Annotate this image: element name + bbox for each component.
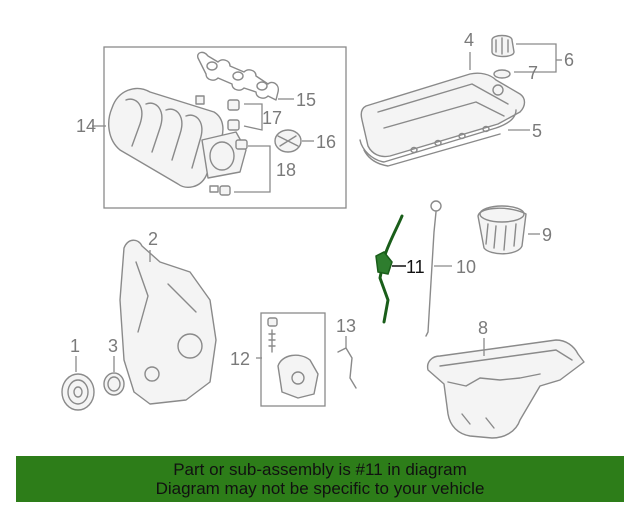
stud-drawing	[195, 95, 205, 105]
pulley-group: 1 3	[61, 336, 125, 411]
dipstick-group: 10	[425, 200, 476, 337]
dipstick-drawing	[425, 211, 437, 337]
callout-13: 13	[336, 316, 356, 336]
bushing-drawing-a	[227, 99, 240, 111]
intake-manifold-drawing	[108, 87, 247, 193]
bushing-drawing-b	[227, 119, 240, 131]
oil-filter-drawing	[477, 207, 527, 255]
callout-2: 2	[148, 229, 158, 249]
oil-pump-box	[260, 312, 326, 407]
oil-filter-group: 9	[477, 205, 552, 255]
callout-16: 16	[316, 132, 336, 152]
callout-8: 8	[478, 318, 488, 338]
callout-17: 17	[262, 108, 282, 128]
callout-11: 11	[406, 257, 425, 277]
dipstick-handle-drawing	[430, 200, 442, 212]
bracket-drawing	[337, 347, 357, 389]
callout-9: 9	[542, 225, 552, 245]
clip-drawing-a	[235, 139, 248, 150]
oil-pan-group: 8	[426, 318, 585, 439]
parts-diagram: 14 15 17 16 18 4 6 7 5 9	[61, 30, 585, 439]
info-banner: Part or sub-assembly is #11 in diagram D…	[16, 456, 624, 502]
bracket-group: 13	[336, 316, 357, 389]
banner-line-2: Diagram may not be specific to your vehi…	[155, 479, 485, 498]
callout-12: 12	[230, 349, 250, 369]
callout-10: 10	[456, 257, 476, 277]
intake-manifold-group: 14 15 17 16 18	[76, 46, 347, 209]
manifold-gasket-drawing	[196, 51, 280, 101]
banner-line-1: Part or sub-assembly is #11 in diagram	[173, 460, 467, 479]
valve-cover-group: 4 6 7 5	[359, 30, 574, 167]
callout-5: 5	[532, 121, 542, 141]
crank-pulley-drawing	[61, 373, 95, 411]
callout-3: 3	[108, 336, 118, 356]
callout-4: 4	[464, 30, 474, 50]
pump-plug-drawing	[267, 317, 278, 327]
callout-6: 6	[564, 50, 574, 70]
intake-manifold-box	[103, 46, 347, 209]
callout-18: 18	[276, 160, 296, 180]
valve-cover-drawing	[360, 72, 526, 158]
clip-drawing-b	[219, 185, 231, 196]
callout-15: 15	[296, 90, 316, 110]
cap-gasket-drawing	[493, 69, 511, 79]
oil-pump-group: 12	[230, 312, 326, 407]
timing-cover-group: 2	[119, 229, 217, 405]
dipstick-guide-tube-drawing	[378, 214, 404, 324]
highlighted-part-11: 11	[375, 214, 425, 324]
callout-7: 7	[528, 63, 538, 83]
callout-1: 1	[70, 336, 80, 356]
timing-cover-drawing	[119, 239, 217, 405]
oil-seal-drawing	[103, 372, 125, 396]
callout-14: 14	[76, 116, 96, 136]
oil-pump-drawing	[277, 354, 319, 399]
oil-pan-drawing	[426, 339, 585, 439]
